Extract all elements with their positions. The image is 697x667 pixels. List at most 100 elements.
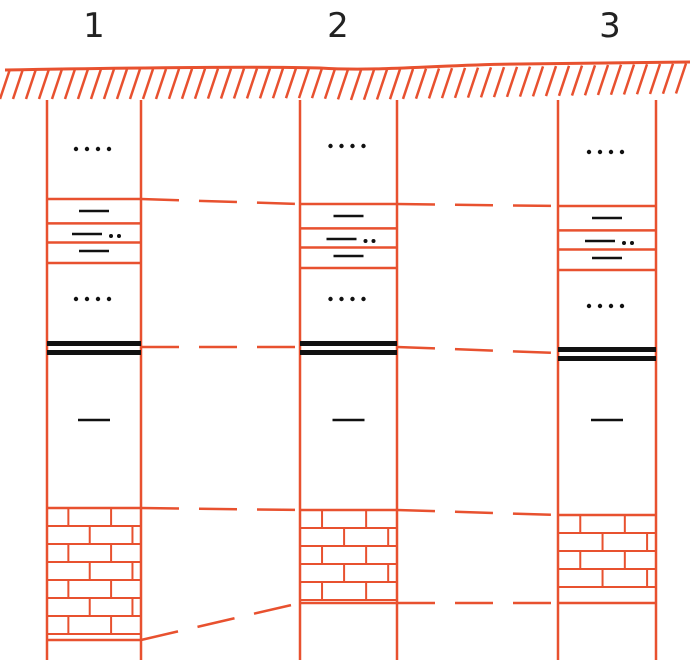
ground-hatch [167,68,181,100]
silt-dot [630,241,634,245]
ground-hatch [414,68,428,100]
sand-dot [597,149,603,155]
sand-dot [586,303,592,309]
sand-dot [339,296,344,302]
ground-hatch [245,68,259,99]
sand-dot [339,143,344,149]
ground-hatch [154,68,168,100]
ground-hatch [479,66,493,98]
sand-dot [106,296,112,302]
ground-hatch [349,69,363,101]
sand-dot [619,149,625,155]
sand-dot [328,143,333,149]
ground-hatch [505,66,519,98]
ground-hatch [323,68,337,100]
sand-dot [608,303,614,309]
ground-hatch [180,68,194,100]
ground-hatch [570,65,584,96]
sand-dot [95,296,101,302]
correlation-line [140,506,301,512]
column-label-2: 2 [327,6,349,46]
sand-dot [361,296,366,302]
sand-dot [84,296,90,302]
ground-hatch [206,68,220,100]
ground-hatch [11,68,25,100]
silt-dot [371,239,376,243]
sand-dot [350,296,355,302]
ground-hatch [258,67,272,99]
column-1 [45,100,143,660]
sand-dot [361,143,366,149]
correlation-line [396,202,559,208]
ground-hatch [388,68,402,100]
ground-line [4,60,691,72]
column-3 [556,100,658,660]
coal-seam [558,356,656,361]
ground-hatch [648,63,662,95]
ground-hatch [76,68,90,100]
sand-dot [597,303,603,309]
ground-hatch [466,67,480,99]
sand-dot [84,146,90,152]
ground-hatch [141,68,155,100]
coal-seam [300,341,397,346]
ground-hatch [674,63,688,94]
columns [45,100,658,660]
sand-dot [73,146,79,152]
ground-hatch [37,68,51,100]
coal-seam [558,347,656,352]
coal-seam [47,350,141,355]
sand-dot [328,296,333,302]
ground-hatch [128,68,142,100]
ground-hatch [518,66,532,97]
ground-hatch [219,68,233,99]
column-label-3: 3 [599,6,621,46]
ground-hatch [531,65,545,97]
silt-dot [117,234,121,238]
sand-dot [608,149,614,155]
ground-hatch [609,64,623,96]
correlation-lines [140,197,559,642]
correlation-line [140,601,301,642]
ground-hatch [401,68,415,100]
ground-hatch [427,68,441,99]
ground-surface [0,60,691,101]
sand-dot [73,296,79,302]
ground-hatch [440,67,454,99]
ground-hatch [557,65,571,97]
silt-dot [109,234,113,238]
ground-hatch [0,68,12,100]
ground-hatch [63,68,77,100]
ground-hatch [89,68,103,100]
coal-seam [300,350,397,355]
column-label-1: 1 [83,6,105,46]
sand-dot [95,146,101,152]
ground-hatch [24,68,38,100]
ground-hatch [50,68,64,100]
correlation-line [396,508,559,517]
ground-hatch [297,67,311,99]
ground-hatch [115,68,129,100]
ground-hatch [284,67,298,99]
ground-hatch [596,64,610,96]
correlation-line [140,197,301,206]
ground-hatch [232,68,246,99]
ground-hatch [336,69,350,100]
ground-hatch [310,67,324,99]
ground-hatch [375,69,389,100]
sand-dot [586,149,592,155]
ground-hatch [492,66,506,98]
ground-hatch [635,63,649,95]
coal-seam [47,341,141,346]
ground-hatch [102,68,116,100]
ground-hatch [362,69,376,101]
column-2 [298,100,399,660]
ground-hatch [271,67,285,99]
silt-dot [622,241,626,245]
sand-dot [619,303,625,309]
ground-hatch [661,63,675,95]
ground-hatch [193,68,207,100]
sand-dot [106,146,112,152]
